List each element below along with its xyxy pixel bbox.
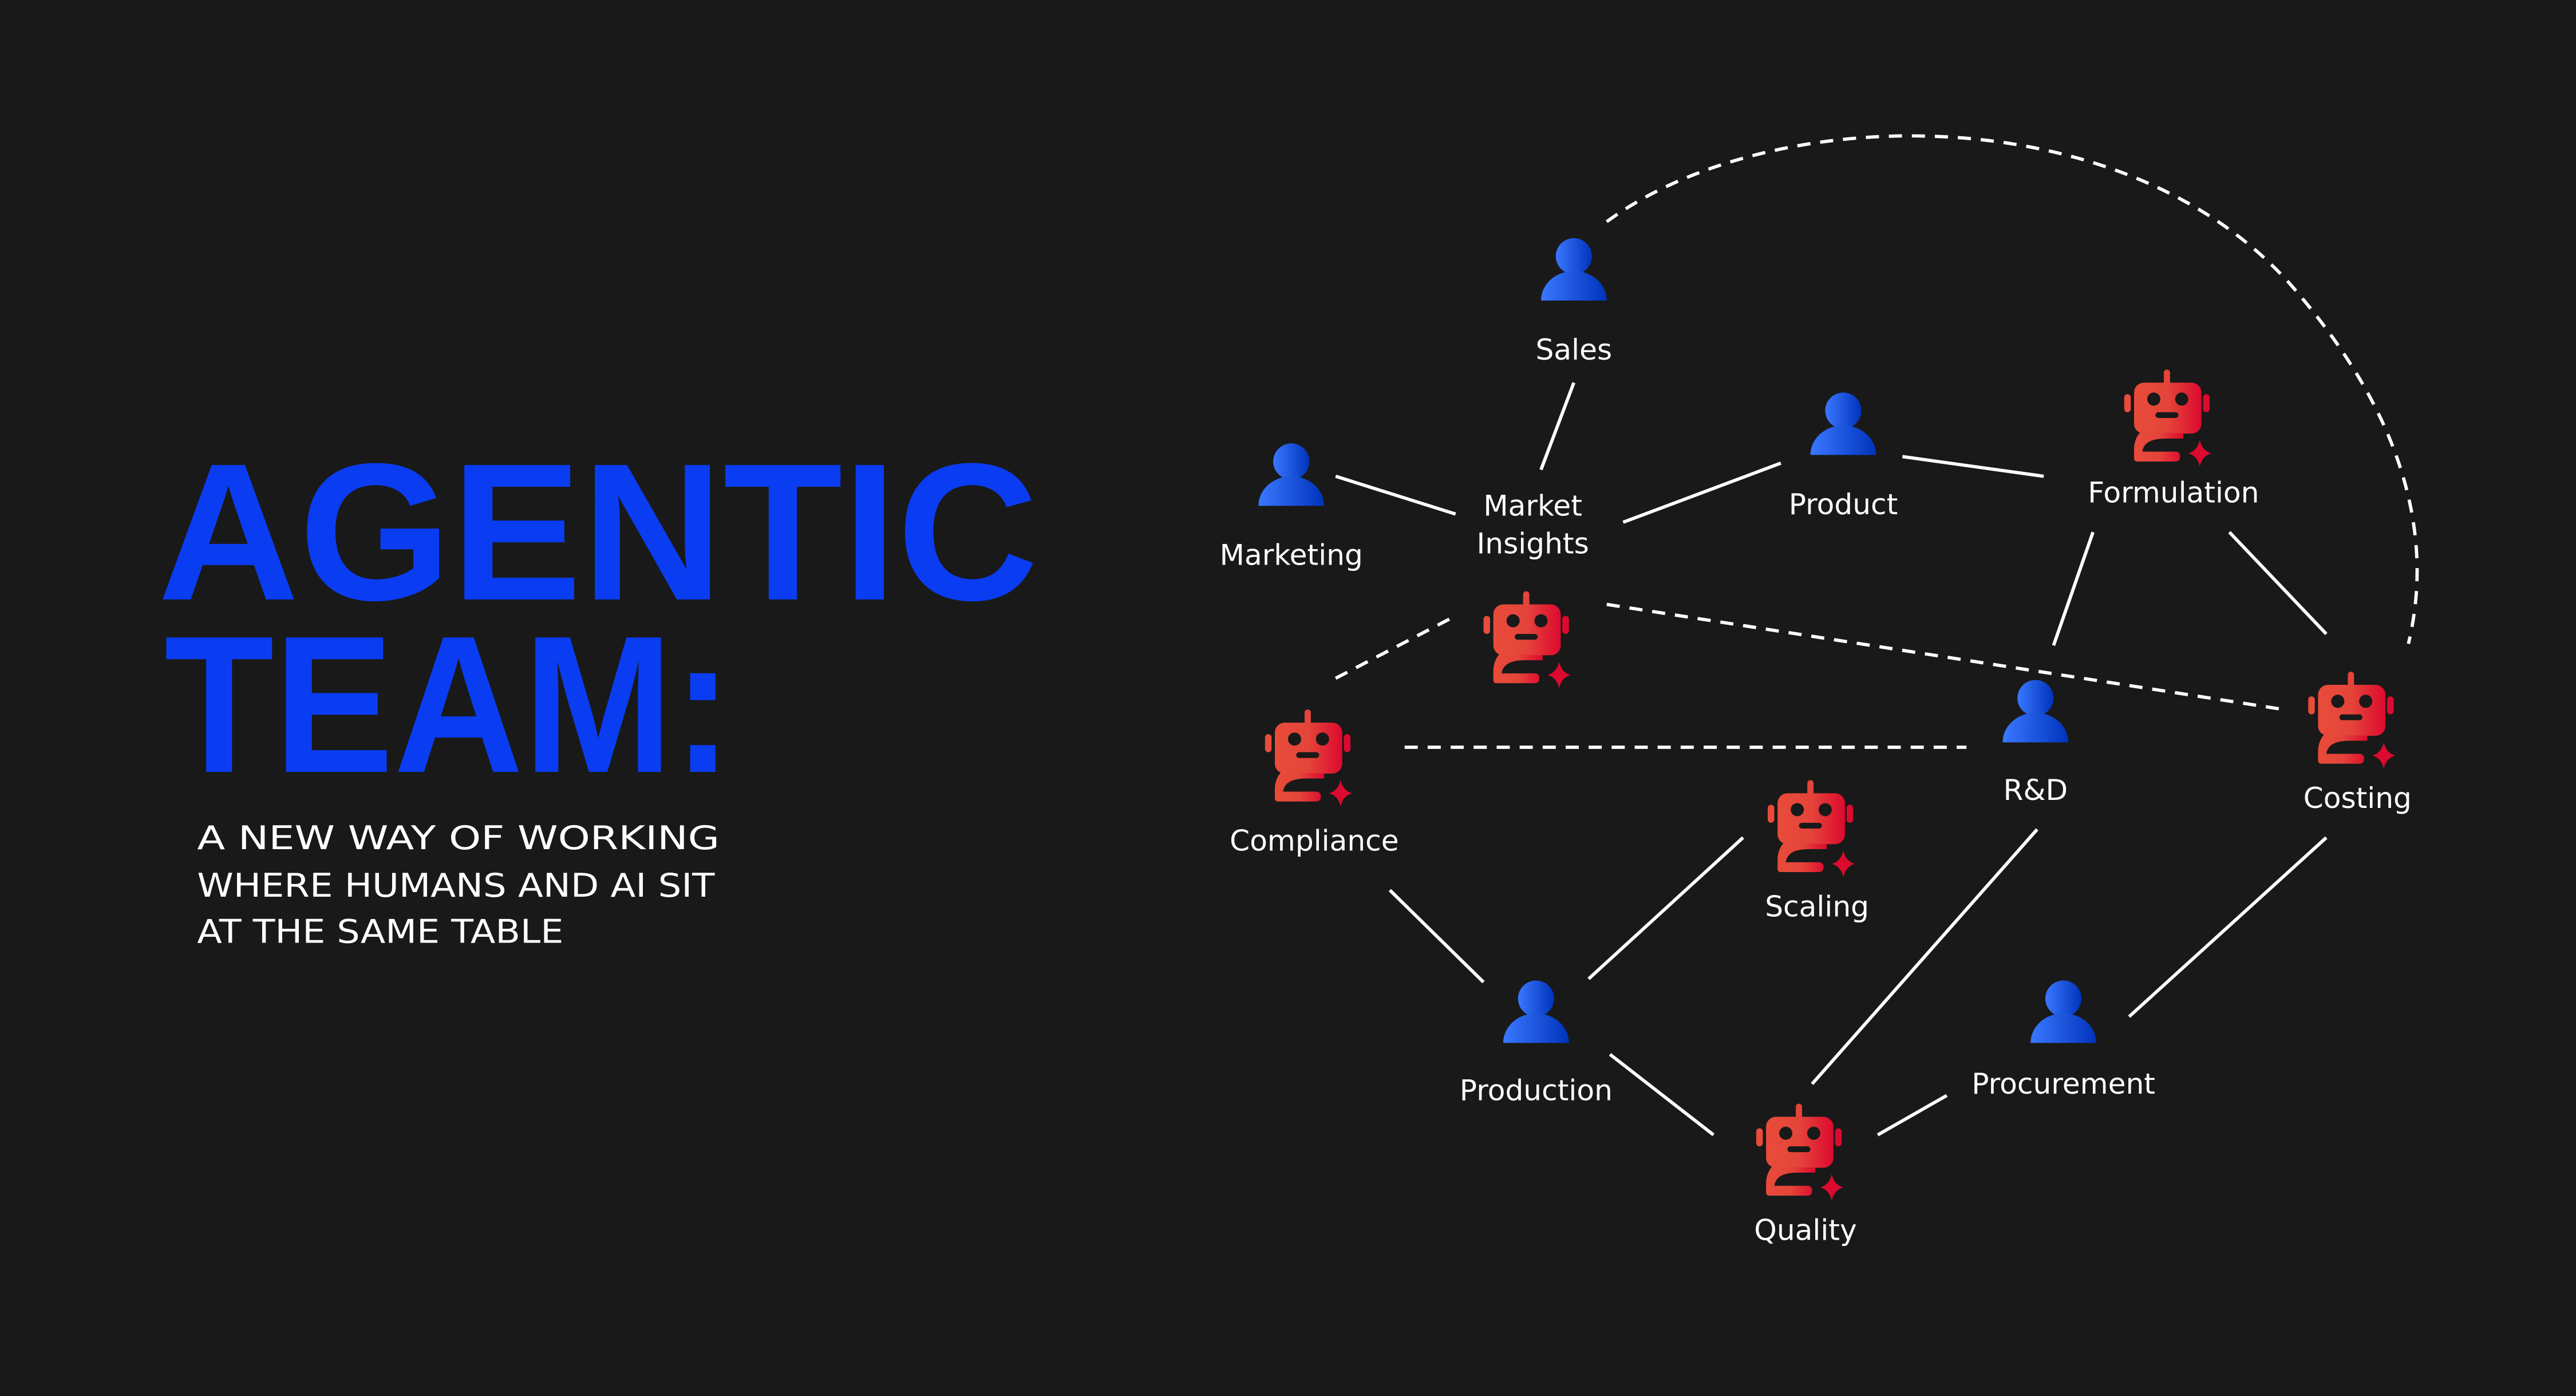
edge-market-insights-product <box>1622 462 1781 524</box>
person-icon <box>2002 680 2069 743</box>
edge-sales-market-insights <box>1539 382 1576 471</box>
node-sales: Sales <box>1536 238 1613 366</box>
edge-marketing-market-insights <box>1335 475 1456 516</box>
node-scaling: Scaling <box>1765 780 1869 923</box>
node-rnd: R&D <box>2002 680 2069 807</box>
subtitle-line-3: AT THE SAME TABLE <box>197 912 563 951</box>
node-label: R&D <box>2003 773 2068 807</box>
sparkle-icon <box>1329 780 1352 807</box>
node-label: Insights <box>1476 527 1589 561</box>
edge-product-formulation <box>1902 455 2044 478</box>
node-product: Product <box>1789 392 1898 521</box>
node-label: Market <box>1483 489 1582 523</box>
node-label: Compliance <box>1230 824 1399 858</box>
node-procurement: Procurement <box>1971 980 2155 1101</box>
sparkle-icon <box>2372 742 2396 769</box>
connections <box>1334 134 2419 1137</box>
node-label: Sales <box>1536 333 1613 366</box>
node-label: Product <box>1789 487 1898 521</box>
headline-line-1: AGENTIC <box>158 423 1038 641</box>
robot-sparkle-icon <box>1483 591 1571 688</box>
edge-formulation-costing <box>2228 531 2328 636</box>
robot-sparkle-icon <box>2124 369 2211 467</box>
robot-sparkle-icon <box>2308 672 2396 769</box>
node-label: Quality <box>1754 1213 1856 1247</box>
edge-compliance-production <box>1388 889 1485 984</box>
person-icon <box>1810 392 1876 455</box>
edge-quality-procurement <box>1876 1094 1948 1137</box>
subtitle-line-2: WHERE HUMANS AND AI SIT <box>197 866 715 905</box>
edge-procurement-costing <box>2128 836 2328 1018</box>
robot-sparkle-icon <box>1756 1103 1844 1201</box>
edge-rnd-quality <box>1811 828 2038 1085</box>
edge-production-quality <box>1609 1053 1715 1137</box>
node-label: Formulation <box>2088 476 2259 510</box>
sparkle-icon <box>1831 850 1855 877</box>
headline-line-2: TEAM: <box>164 596 733 814</box>
sparkle-icon <box>2188 440 2211 467</box>
person-icon <box>1258 443 1325 506</box>
person-icon <box>2030 980 2096 1043</box>
person-icon <box>1503 980 1569 1043</box>
node-quality: Quality <box>1754 1103 1857 1247</box>
node-production: Production <box>1460 980 1613 1107</box>
person-icon <box>1540 238 1607 301</box>
sparkle-icon <box>1820 1174 1844 1201</box>
node-formulation: Formulation <box>2088 369 2259 510</box>
node-label: Costing <box>2304 781 2412 815</box>
node-label: Procurement <box>1971 1067 2155 1101</box>
node-compliance: Compliance <box>1230 709 1399 858</box>
edge-sales-costing <box>1606 134 2419 645</box>
subtitle-line-1: A NEW WAY OF WORKING <box>197 819 720 857</box>
robot-sparkle-icon <box>1265 709 1352 807</box>
node-label: Production <box>1460 1074 1613 1107</box>
node-label: Marketing <box>1220 538 1363 572</box>
node-label: Scaling <box>1765 889 1869 923</box>
sparkle-icon <box>1547 661 1571 688</box>
edge-formulation-rnd <box>2052 531 2095 646</box>
robot-sparkle-icon <box>1768 780 1855 877</box>
node-costing: Costing <box>2304 672 2412 815</box>
edge-production-scaling <box>1587 836 1744 980</box>
node-marketing: Marketing <box>1220 443 1363 572</box>
